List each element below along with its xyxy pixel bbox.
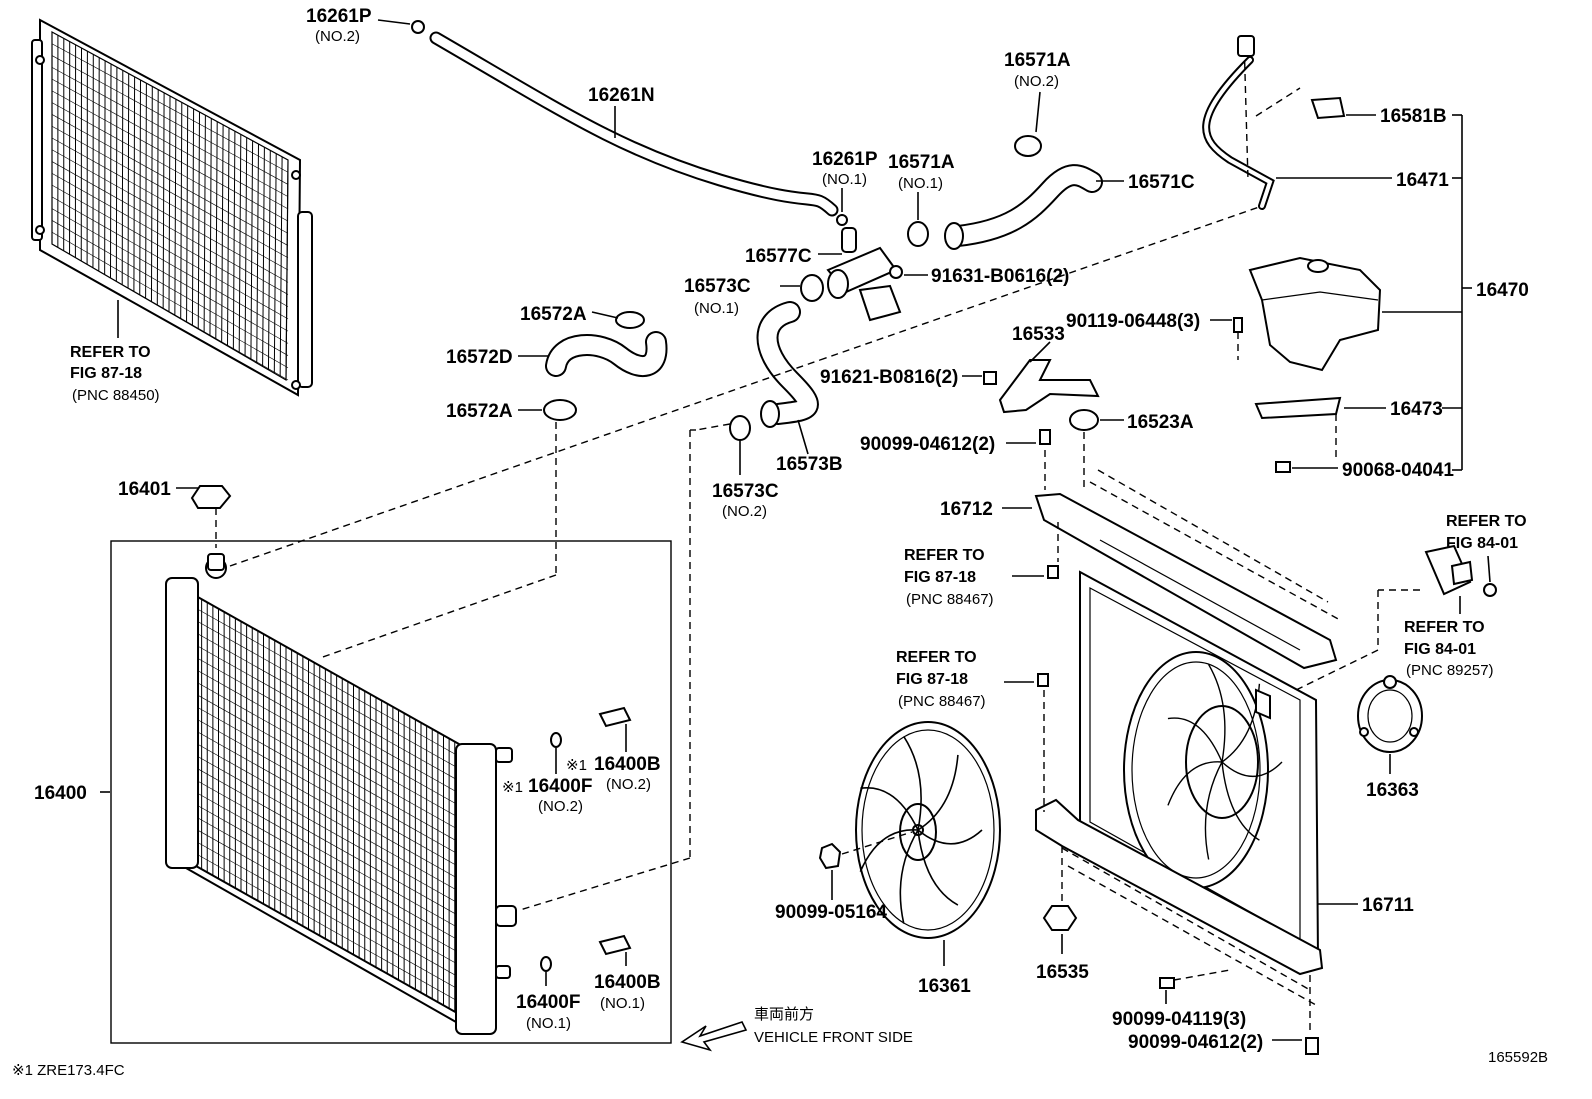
label-16400B-no2-sub: (NO.2) <box>606 776 651 793</box>
label-16400B-no1-sub: (NO.1) <box>600 995 645 1012</box>
label-16523A: 16523A <box>1127 412 1194 433</box>
label-90099-05164: 90099-05164 <box>775 902 887 923</box>
label-16400F-no2-group: ※1 16400F (NO.2) <box>502 776 592 815</box>
label-16400B-no2-group: ※1 16400B (NO.2) <box>566 754 661 793</box>
label-16400F-no2-mark: ※1 <box>502 779 523 796</box>
label-16400B-no1: 16400B <box>594 972 661 993</box>
label-90099-04612-top: 90099-04612(2) <box>860 434 995 455</box>
refer-relay-top-line1: REFER TO <box>1446 513 1527 530</box>
hose-16573B-illustration <box>729 301 819 441</box>
label-16571C: 16571C <box>1128 172 1195 193</box>
label-16401: 16401 <box>118 479 171 500</box>
label-16571A-no2-sub: (NO.2) <box>1014 73 1059 90</box>
fan-relay-illustration <box>1424 544 1497 597</box>
bracket-16533-illustration <box>983 359 1100 445</box>
label-16581B: 16581B <box>1380 106 1447 127</box>
refer-relay-bottom-line2: FIG 84-01 <box>1404 641 1476 658</box>
reservoir-16470-illustration <box>1202 35 1382 473</box>
vehicle-front-label-jp: 車両前方 <box>754 1006 814 1023</box>
label-16573C-no2-sub: (NO.2) <box>722 503 767 520</box>
vehicle-front-label: VEHICLE FRONT SIDE <box>754 1029 913 1046</box>
label-16573C-no1-sub: (NO.1) <box>694 300 739 317</box>
label-16400F-no1: 16400F <box>516 992 580 1013</box>
refer-fan-shroud-mid: REFER TO FIG 87-18 (PNC 88467) <box>896 649 986 710</box>
label-16571A-no2: 16571A <box>1004 50 1071 71</box>
refer-condenser: REFER TO FIG 87-18 (PNC 88450) <box>70 344 160 404</box>
refer-fan-shroud-mid-line1: REFER TO <box>896 649 977 666</box>
vehicle-front-indicator: 車両前方 VEHICLE FRONT SIDE <box>680 1006 913 1052</box>
refer-relay-top: REFER TO FIG 84-01 <box>1446 513 1527 552</box>
label-16400F-no2-sub: (NO.2) <box>538 798 583 815</box>
refer-relay-bottom: REFER TO FIG 84-01 (PNC 89257) <box>1404 619 1494 679</box>
label-16261P-no1-sub: (NO.1) <box>822 171 867 188</box>
label-16533: 16533 <box>1012 324 1065 345</box>
radiator-illustration <box>165 485 632 1035</box>
label-16400B-no2: 16400B <box>594 754 661 775</box>
hose-16261N-illustration <box>411 20 848 226</box>
label-16572D: 16572D <box>446 347 513 368</box>
label-16470: 16470 <box>1476 280 1529 301</box>
refer-fan-shroud-top-line2: FIG 87-18 <box>904 569 976 586</box>
label-16361: 16361 <box>918 976 971 997</box>
fan-16361-illustration <box>818 721 1001 939</box>
water-outlet-16577C-illustration <box>800 227 903 322</box>
label-90119: 90119-06448(3) <box>1066 311 1200 332</box>
refer-condenser-line1: REFER TO <box>70 344 151 361</box>
fan-shroud-16711-illustration <box>1034 492 1338 976</box>
label-90099-04119: 90099-04119(3) <box>1112 1009 1246 1030</box>
refer-fan-shroud-top-line1: REFER TO <box>904 547 985 564</box>
nut-16535-illustration <box>1042 905 1078 931</box>
figure-id: 165592B <box>1488 1049 1548 1066</box>
hose-16571C-illustration <box>907 135 1103 250</box>
label-16535: 16535 <box>1036 962 1089 983</box>
label-16712: 16712 <box>940 499 993 520</box>
label-16571A-no1: 16571A <box>888 152 955 173</box>
condenser-illustration <box>31 18 313 397</box>
label-16261P-no1: 16261P <box>812 149 878 170</box>
refer-fan-shroud-mid-line2: FIG 87-18 <box>896 671 968 688</box>
refer-fan-shroud-top-line3: (PNC 88467) <box>906 591 994 608</box>
refer-fan-shroud-top: REFER TO FIG 87-18 (PNC 88467) <box>904 547 994 608</box>
fan-motor-16363-illustration <box>1357 675 1423 753</box>
label-16261P-no2: 16261P <box>306 6 372 27</box>
label-16572A-top: 16572A <box>520 304 587 325</box>
label-91631: 91631-B0616(2) <box>931 266 1069 287</box>
label-16261N: 16261N <box>588 85 655 106</box>
label-16400F-no2: 16400F <box>528 776 592 797</box>
label-16400B-no2-mark: ※1 <box>566 757 587 774</box>
label-90068: 90068-04041 <box>1342 460 1454 481</box>
bolt-90099-04612-bottom-icon <box>1305 1037 1319 1055</box>
label-90099-04612-bottom: 90099-04612(2) <box>1128 1032 1263 1053</box>
label-16363: 16363 <box>1366 780 1419 801</box>
label-16711: 16711 <box>1362 895 1414 916</box>
refer-condenser-line3: (PNC 88450) <box>72 387 160 404</box>
label-16573B: 16573B <box>776 454 843 475</box>
label-16400: 16400 <box>34 783 87 804</box>
label-16573C-no1: 16573C <box>684 276 751 297</box>
label-16473: 16473 <box>1390 399 1443 420</box>
label-16261P-no2-sub: (NO.2) <box>315 28 360 45</box>
radiator-assy-frame <box>110 540 672 1044</box>
refer-relay-bottom-line1: REFER TO <box>1404 619 1485 636</box>
refer-fan-shroud-mid-line3: (PNC 88467) <box>898 693 986 710</box>
bolt-90099-04119-icon <box>1159 977 1175 989</box>
front-arrow-icon <box>680 1021 748 1052</box>
refer-relay-bottom-line3: (PNC 89257) <box>1406 662 1494 679</box>
label-16400F-no1-sub: (NO.1) <box>526 1015 571 1032</box>
label-16573C-no2: 16573C <box>712 481 779 502</box>
footnote-engine-code: ※1 ZRE173.4FC <box>12 1062 125 1079</box>
label-16572A-bottom: 16572A <box>446 401 513 422</box>
refer-relay-top-line2: FIG 84-01 <box>1446 535 1518 552</box>
refer-condenser-line2: FIG 87-18 <box>70 365 142 382</box>
label-16571A-no1-sub: (NO.1) <box>898 175 943 192</box>
hose-16572D-illustration <box>543 311 668 421</box>
label-16471: 16471 <box>1396 170 1449 191</box>
label-91621: 91621-B0816(2) <box>820 367 958 388</box>
label-16577C: 16577C <box>745 246 812 267</box>
